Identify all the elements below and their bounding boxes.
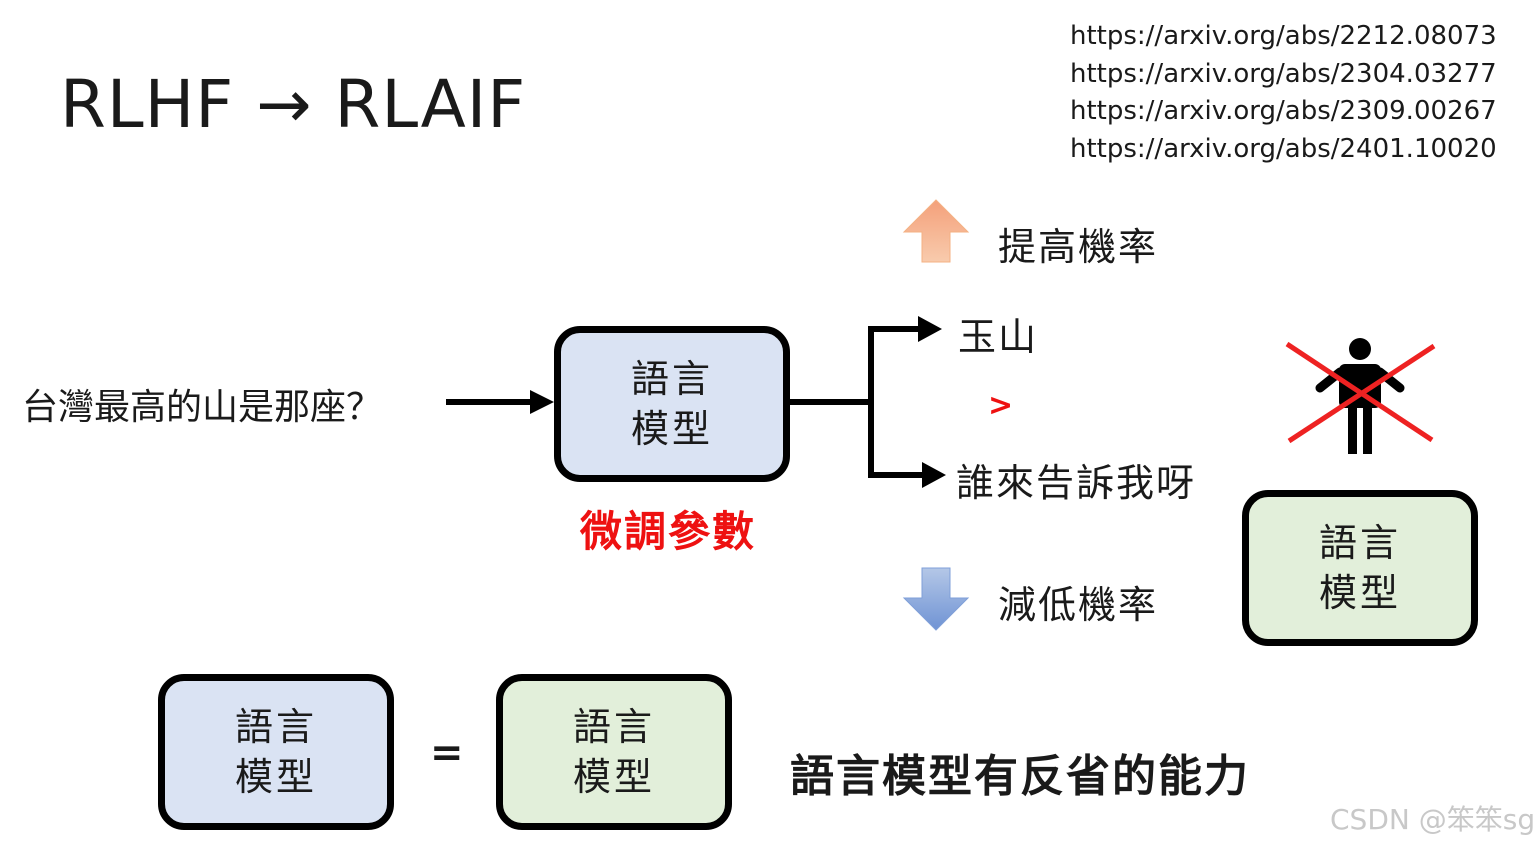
- bottom-left-model-box: 語言 模型: [158, 674, 394, 830]
- model-label-line2: 模型: [572, 755, 655, 799]
- model-label-line1: 語言: [234, 705, 317, 749]
- reference-link[interactable]: https://arxiv.org/abs/2304.03277: [1070, 58, 1497, 89]
- equals-sign: =: [430, 730, 464, 776]
- reference-link[interactable]: https://arxiv.org/abs/2401.10020: [1070, 133, 1497, 164]
- model-label-line2: 模型: [1318, 571, 1401, 615]
- model-label-line1: 語言: [1318, 521, 1401, 565]
- reference-list: https://arxiv.org/abs/2212.08073 https:/…: [1070, 18, 1510, 168]
- output-answer-good: 玉山: [958, 315, 1039, 359]
- arrow-up-icon: [902, 199, 970, 263]
- reflection-caption: 語言模型有反省的能力: [790, 751, 1250, 802]
- language-model-box: 語言 模型: [554, 326, 790, 482]
- branch-connector: [788, 316, 946, 488]
- model-label-line2: 模型: [234, 755, 317, 799]
- output-answer-bad: 誰來告訴我呀: [956, 461, 1197, 505]
- model-label-line1: 語言: [572, 705, 655, 749]
- arrow-down-icon: [902, 567, 970, 631]
- page-title: RLHF → RLAIF: [60, 66, 527, 143]
- reference-link[interactable]: https://arxiv.org/abs/2309.00267: [1070, 96, 1497, 126]
- decrease-probability-label: 減低機率: [998, 583, 1159, 627]
- reference-link[interactable]: https://arxiv.org/abs/2212.08073: [1070, 21, 1497, 51]
- feedback-model-box: 語言 模型: [1242, 490, 1478, 646]
- model-label-line2: 模型: [630, 407, 713, 451]
- bottom-right-model-box: 語言 模型: [496, 674, 732, 830]
- finetune-label: 微調參數: [580, 507, 757, 556]
- comparison-symbol: >: [988, 388, 1014, 423]
- input-arrow: [446, 390, 554, 414]
- watermark: CSDN @笨笨sg: [1330, 803, 1534, 836]
- increase-probability-label: 提高機率: [998, 225, 1159, 269]
- model-label-line1: 語言: [630, 357, 713, 401]
- input-question: 台灣最高的山是那座？: [22, 387, 383, 428]
- person-crossed-icon: [1285, 338, 1436, 454]
